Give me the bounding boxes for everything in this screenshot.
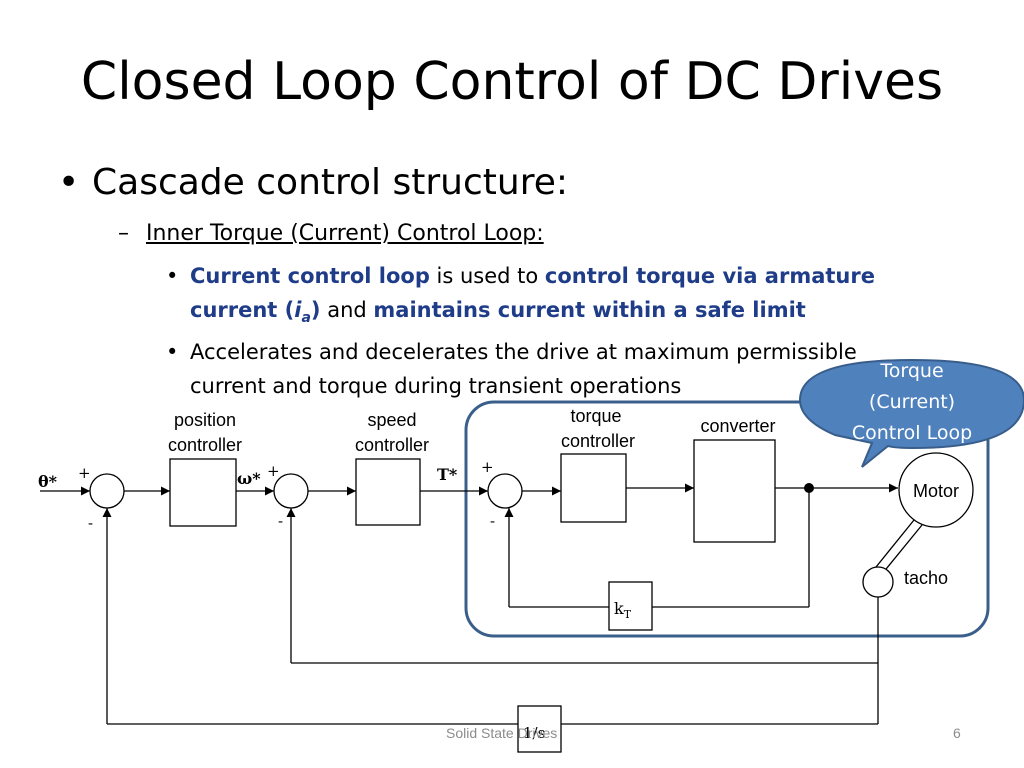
- torque-controller-block: [560, 453, 627, 523]
- label-motor: Motor: [913, 481, 959, 501]
- takeoff-dot: [804, 483, 814, 493]
- label-torque: torque: [570, 406, 621, 426]
- callout-text: Torque (Current) Control Loop: [812, 356, 1012, 449]
- shaft-line-2: [881, 524, 923, 575]
- speed-controller-block: [355, 458, 421, 526]
- motor-circle: [898, 452, 974, 528]
- bullet-cascade: • Cascade control structure:: [58, 162, 568, 203]
- theta-ref-label: θ*: [38, 472, 58, 491]
- summing-junction-position: [89, 473, 125, 509]
- omega-ref-label: ω*: [237, 469, 261, 488]
- kt-gain-block: [608, 581, 653, 631]
- page-number: 6: [953, 725, 961, 741]
- bullet-cascade-text: Cascade control structure:: [92, 162, 568, 203]
- label-speed: speed: [367, 410, 416, 430]
- slide-title: Closed Loop Control of DC Drives: [80, 52, 944, 112]
- callout-line-1: Torque: [880, 360, 944, 382]
- point-current-control: • Current control loop is used to contro…: [166, 259, 918, 335]
- callout-bubble: [798, 358, 1024, 468]
- bullet-dot-icon: •: [166, 264, 179, 288]
- point-accelerates-text: Accelerates and decelerates the drive at…: [190, 340, 857, 398]
- kt-label: kT: [614, 599, 632, 621]
- integrator-block: [517, 705, 562, 753]
- converter-block: [693, 439, 776, 543]
- bullet-dot-icon: •: [166, 340, 179, 364]
- summing-junction-torque: [487, 473, 523, 509]
- tacho-circle: [862, 566, 894, 598]
- torque-ref-label: T*: [437, 465, 458, 484]
- label-position-controller: controller: [168, 435, 242, 455]
- plus-sign: +: [267, 462, 280, 480]
- integrator-label: 1/s: [523, 724, 545, 742]
- minus-sign: -: [88, 514, 93, 532]
- plus-sign: +: [481, 458, 494, 476]
- bullet-dot-icon: •: [58, 162, 80, 203]
- label-converter: converter: [700, 416, 775, 436]
- callout-line-3: Control Loop: [851, 422, 973, 444]
- sub-bullet-inner-loop-text: Inner Torque (Current) Control Loop:: [146, 221, 544, 246]
- point-accelerates: • Accelerates and decelerates the drive …: [166, 335, 918, 403]
- label-position: position: [174, 410, 236, 430]
- plus-sign: +: [78, 464, 91, 482]
- position-controller-block: [169, 458, 237, 527]
- footer-text: Solid State Drives: [446, 725, 558, 741]
- sub-bullet-inner-loop: –Inner Torque (Current) Control Loop:: [118, 221, 544, 246]
- dash-icon: –: [118, 221, 129, 246]
- point-current-control-text: Current control loop is used to control …: [190, 264, 875, 327]
- inner-loop-region: [464, 400, 990, 638]
- label-tacho: tacho: [904, 568, 948, 588]
- minus-sign: -: [490, 512, 495, 530]
- label-speed-controller: controller: [355, 435, 429, 455]
- callout-line-2: (Current): [868, 391, 956, 413]
- shaft-line-1: [871, 519, 915, 573]
- minus-sign: -: [278, 512, 283, 530]
- label-torque-controller: controller: [561, 431, 635, 451]
